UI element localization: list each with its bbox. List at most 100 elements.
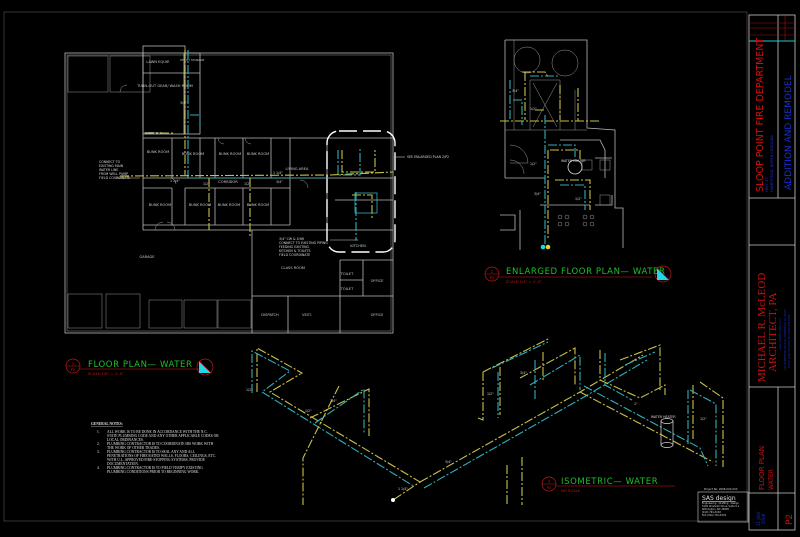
sheet-date-year: 2008 [761,513,766,524]
water-heater-label: WATER HEATER [651,415,676,419]
pipe-size-label: 1/2" [305,409,312,413]
north-arrow-icon [654,265,672,283]
architect-website: www.mcleodarchitect.com [779,318,782,350]
sheet-subtitle: WATER [768,469,775,490]
pipe-size-label: 3/4" [520,371,527,375]
pipe-size-label: 1 1/4" [398,487,408,491]
room-bunk: BUNK ROOM [247,152,270,156]
firm-line: (910) 791-XXXX [702,511,721,514]
pipe-size-label: 1/2" [246,388,253,392]
water-heater-label: WATER HEATER [561,159,586,163]
pipe-size-label: 3/4" [180,101,187,105]
floor-plan-walls [64,45,394,334]
firm-line: FAX (910) 791-XXXX [702,514,727,517]
general-notes: GENERAL NOTES: 1. ALL WORK IS TO BE DONE… [91,422,219,474]
detail-number: 2 [491,269,494,274]
floor-plan-piping [116,50,405,241]
title-block: SLOOP POINT FIRE DEPARTMENT HWY. 17 HAMP… [748,14,796,531]
drawing-title: ISOMETRIC— WATER [561,477,658,487]
note-line: FEEDING EXISTING [279,245,310,249]
firm-name: SAS design [702,495,736,502]
note-line: FIELD COORDINATE [279,253,310,257]
isometric-pipe-sizes: 1/2" 3/4" 1/2" 1 1/4" 3/4" 1/2" 1" 3/4" … [246,371,707,491]
pipe-size-label: 1 1/4" [170,179,180,183]
room-corridor: CORRIDOR [218,180,238,184]
room-compressor: COMPRESSOR [144,131,162,135]
sheet-reference: P2 [71,367,76,372]
floor-plan-water: LAWN EQUIP. UTILITY STORAGE TURN-OUT GEA… [64,45,449,376]
note-number: 4. [97,466,100,470]
enlarged-plan-piping: WATER HEATER 3/4" 1/2" 1/2" 3/4" 1/2" [500,71,600,250]
room-office: OFFICE [371,313,385,317]
architect-phone: Phone: (910) 270-XXXX Fax: (910) 270-XXX… [788,314,791,368]
pipe-size-label: 1/2" [575,197,582,201]
isometric-piping [251,337,724,505]
floor-plan-title: 1 P2 FLOOR PLAN— WATER SCALE:1/8" = 1'-0… [65,358,214,376]
room-vestibule: VEST. [302,313,312,317]
project-address-line: HAMPSTEAD, NORTH CAROLINA [770,134,774,192]
room-bunk: BUNK ROOM [219,152,242,156]
room-toilet: TOILET [340,287,354,291]
note-line: CONNECT TO EXISTING PIPING [279,241,328,245]
sheet-reference: P2 [547,485,552,490]
note-line: PLUMBING CONTRACTOR IS TO COORDINATE HIS… [107,442,214,446]
room-living-area: LIVING AREA [286,167,309,171]
pipe-size-label: 1/2" [203,182,210,186]
note-line: KITCHEN & TOILETS [279,249,310,253]
room-lawn-equip: LAWN EQUIP. [146,60,170,64]
room-toilet: TOILET [340,272,354,276]
room-garage: GARAGE [139,255,155,259]
note-line: FIELD COORDINATE [99,176,130,180]
note-line: WITH U.L. APPROVED FIRE-STOPPING SYSTEMS… [107,458,206,462]
note-line: PLUMBING CONTRACTOR IS TO FIELD VERIFY E… [107,466,203,470]
room-labels: LAWN EQUIP. UTILITY STORAGE TURN-OUT GEA… [136,58,384,317]
drawing-scale: NO SCALE [561,488,581,493]
note-see-enlarged: SEE ENLARGED PLAN 2/P2 [407,155,449,159]
note-number: 3. [97,450,100,454]
pipe-size-label: 1" [634,402,638,406]
firm-line: 5120 Chisholm Drive, Suite 5-1 [702,505,740,508]
pipe-size-label: 1/2" [530,107,537,111]
water-heater-iso: WATER HEATER [651,415,676,448]
pipe-size-label: 3/4" [276,180,283,184]
sheet-number: P2 [785,514,795,525]
pipe-size-label: 3/4" [330,399,337,403]
enlarged-plan-title: 2 P2 ENLARGED FLOOR PLAN— WATER SCALE:1/… [484,265,672,284]
room-bunk: BUNK ROOM [149,203,172,207]
pipe-size-label: 3/4" [512,89,519,93]
note-line: WATER LINE [99,168,118,172]
note-line: FROM WELL PUMP [99,172,128,176]
room-office: OFFICE [371,279,385,283]
pipe-size-label: 1/2" [244,182,251,186]
pipe-size-label: 3/4" [445,460,452,464]
note-line: ALL WORK IS TO BE DONE IN ACCORDANCE WIT… [107,430,208,434]
architect-address: 124 HAMPSTEAD VILLAGE, HAMPSTEAD, NC 284… [784,309,787,370]
room-bunk: BUNK ROOM [247,203,270,207]
pipe-size-label: 1/2" [487,392,494,396]
note-connect-kitchen: 3/4" CW & 1HW [279,237,305,241]
sheet-title: FLOOR PLAN [758,446,766,490]
note-line: EXISTING MAIN [99,164,124,168]
drawing-scale: SCALE:1/8" = 1'-0" [88,371,124,376]
note-line: PENETRATIONS OF FIRE RATED WALLS, FLOORS… [107,454,216,459]
room-bunk: BUNK ROOM [218,203,241,207]
room-bunk: BUNK ROOM [189,203,212,207]
drawing-title: FLOOR PLAN— WATER [88,360,193,370]
architect-firm: ARCHITECT, PA [767,292,779,372]
note-number: 1. [97,430,100,434]
note-line: DOCUMENTATION. [107,462,139,466]
enlarged-plan-walls [500,39,624,250]
room-dispatch: DISPATCH [261,313,279,317]
room-kitchen: KITCHEN [350,244,366,248]
pipe-size-label: 1 1/4" [273,171,283,175]
north-arrow-icon [196,358,214,376]
engineer-stamp: Project No. 2008-XXX-XXX SAS design Engi… [697,487,749,523]
isometric-water: WATER HEATER 1/2" 3/4" 1/2" 1 1/4" 3/4" … [246,337,724,505]
project-scope: ADDITION AND REMODEL [784,75,794,190]
enlarged-plan-water: WATER HEATER 3/4" 1/2" 1/2" 3/4" 1/2" 2 … [484,39,672,284]
enlarged-area-callout [326,130,396,253]
pipe-size-label: 3/4" [534,192,541,196]
note-line: STATE PLUMBING CODE AND ANY OTHER APPLIC… [107,434,219,438]
drawing-title: ENLARGED FLOOR PLAN— WATER [506,267,666,277]
